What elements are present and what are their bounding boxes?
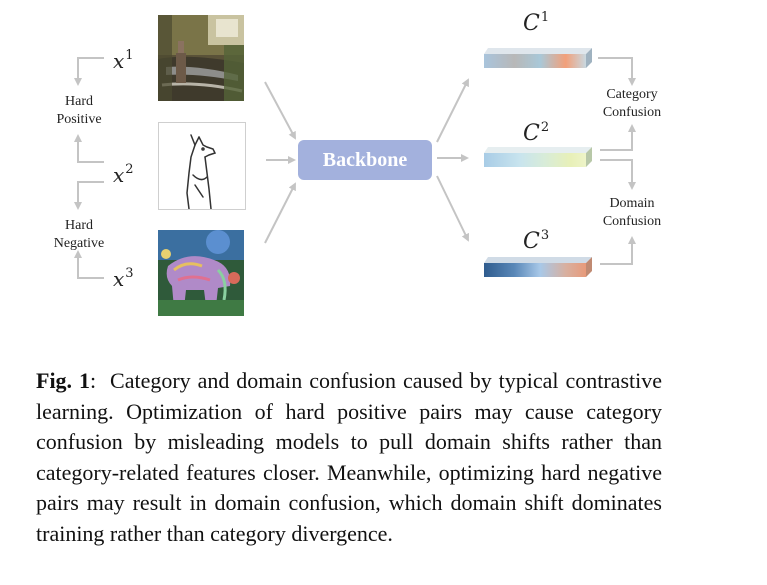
backbone-block: Backbone xyxy=(298,140,432,180)
arrow-img3-to-backbone xyxy=(264,182,296,244)
arrow-img1-to-backbone xyxy=(264,81,296,140)
hard-positive-label: Hard Positive xyxy=(56,94,102,127)
category-confusion-label: Category Confusion xyxy=(602,87,662,120)
hard-negative-label: Hard Negative xyxy=(53,218,105,251)
connector-lines xyxy=(74,57,636,279)
feature-label-c2: C2 xyxy=(523,120,550,146)
caption-text: Category and domain confusion caused by … xyxy=(36,368,663,546)
domain-confusion-arrow-up xyxy=(600,236,636,265)
painting-image xyxy=(158,230,244,316)
sketch-image xyxy=(158,122,246,210)
category-confusion-arrow-up xyxy=(600,124,636,151)
hard-negative-arrow-up xyxy=(74,250,104,279)
arrow-backbone-to-c3 xyxy=(436,175,469,242)
hard-positive-arrow-down xyxy=(74,57,104,86)
input-label-x3: x3 xyxy=(113,266,134,291)
domain-confusion-label: Domain Confusion xyxy=(602,196,662,229)
feature-bar-c3 xyxy=(484,257,592,277)
arrow-backbone-to-c1 xyxy=(436,78,469,143)
feature-bar-c2 xyxy=(484,147,592,167)
hard-positive-arrow-up xyxy=(74,134,104,163)
feature-label-c1: C1 xyxy=(523,10,550,36)
figure-diagram: x1 x2 x3 Hard Positive Hard Negative xyxy=(53,10,662,316)
domain-confusion-arrow-down xyxy=(600,159,636,190)
input-label-x1: x1 xyxy=(113,48,134,73)
hard-negative-arrow-down xyxy=(74,181,104,210)
input-label-x2: x2 xyxy=(113,162,134,187)
figure-caption: Fig. 1: Category and domain confusion ca… xyxy=(36,366,662,549)
category-confusion-arrow-down xyxy=(598,57,636,86)
caption-separator: : xyxy=(90,368,97,393)
caption-figure-label: Fig. 1 xyxy=(36,368,90,393)
feature-bar-c1 xyxy=(484,48,592,68)
photo-image xyxy=(158,15,244,101)
feature-label-c3: C3 xyxy=(523,228,550,254)
